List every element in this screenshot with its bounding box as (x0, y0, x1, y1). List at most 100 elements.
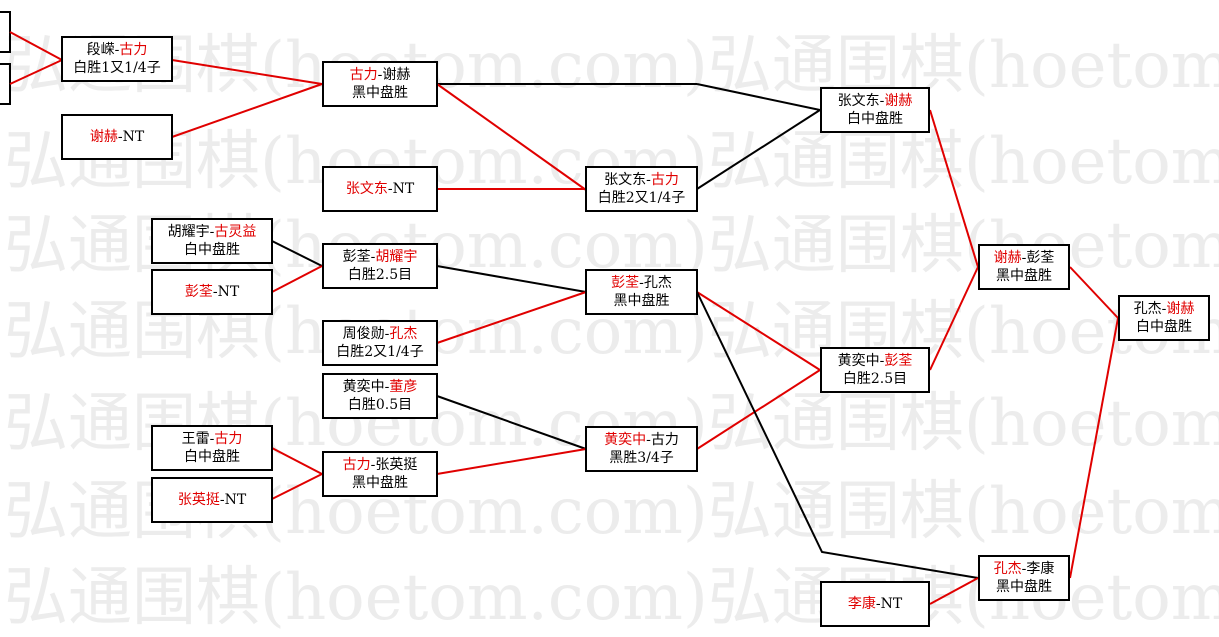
match-box: 古力-张英挺 黑中盘胜 (322, 451, 438, 497)
player-name: 彭荃 (1026, 250, 1055, 266)
connector (929, 109, 979, 268)
separator: - (209, 431, 215, 447)
player-name: 张英挺 (177, 492, 220, 508)
player-name: 孔杰 (1133, 301, 1162, 317)
player-name: NT (217, 284, 240, 300)
match-result: 黑中盘胜 (613, 293, 670, 309)
connector (171, 59, 323, 85)
separator: - (646, 172, 651, 188)
match-players: 张文东-谢赫 (838, 92, 913, 110)
separator: - (879, 353, 885, 369)
player-name: 谢赫 (89, 129, 118, 145)
connector (436, 448, 587, 475)
player-name: 段嵘 (86, 42, 115, 58)
player-name: 古灵益 (214, 224, 257, 240)
partial-box-top (0, 11, 11, 53)
player-name: NT (392, 181, 415, 197)
match-players: 彭荃-孔杰 (611, 274, 672, 292)
match-box: 谢赫-彭荃 黑中盘胜 (978, 244, 1070, 290)
player-name: 李康 (1026, 561, 1055, 577)
match-result: 白中盘胜 (1136, 319, 1192, 335)
player-name: 古力 (349, 67, 378, 83)
separator: - (219, 492, 225, 508)
connector (271, 473, 323, 500)
match-players: 谢赫-NT (90, 128, 144, 146)
connector (696, 291, 821, 371)
separator: - (875, 596, 881, 612)
match-result: 白中盘胜 (847, 111, 903, 127)
separator: - (209, 224, 215, 240)
match-box: 段嵘-古力 白胜1又1/4子 (61, 36, 173, 82)
separator: - (117, 129, 123, 145)
match-box: 张文东-NT (322, 166, 438, 212)
match-result: 白胜2又1/4子 (597, 190, 686, 206)
separator: - (212, 284, 218, 300)
separator: - (646, 432, 651, 448)
match-box: 黄奕中-董彦 白胜0.5目 (322, 373, 438, 419)
player-name: 黄奕中 (604, 432, 647, 448)
match-players: 古力-谢赫 (350, 66, 411, 84)
connector (436, 265, 587, 293)
player-name: NT (122, 129, 145, 145)
player-name: 李康 (847, 596, 876, 612)
player-name: 谢赫 (884, 93, 913, 109)
match-box: 彭荃-NT (151, 269, 273, 315)
partial-box-bottom (0, 63, 11, 105)
match-box: 张文东-古力 白胜2又1/4子 (585, 166, 698, 212)
player-name: 孔杰 (993, 561, 1022, 577)
separator: - (114, 42, 120, 58)
match-box: 古力-谢赫 黑中盘胜 (322, 61, 438, 107)
connector (271, 240, 323, 267)
match-box: 彭荃-胡耀宇 白胜2.5目 (322, 243, 438, 289)
match-result: 白胜2又1/4子 (336, 344, 424, 360)
match-result: 白中盘胜 (184, 242, 240, 258)
player-name: 古力 (342, 457, 371, 473)
match-box: 黄奕中-古力 黑胜3/4子 (585, 426, 698, 472)
connector (9, 59, 63, 85)
separator: - (1021, 561, 1027, 577)
match-result: 白胜2.5目 (842, 371, 908, 387)
match-players: 古力-张英挺 (343, 456, 418, 474)
match-box: 张英挺-NT (151, 477, 273, 523)
match-players: 孔杰-李康 (994, 560, 1055, 578)
connector (271, 265, 323, 293)
match-players: 胡耀宇-古灵益 (168, 223, 257, 241)
match-box: 胡耀宇-古灵益 白中盘胜 (151, 218, 273, 264)
connector (929, 577, 979, 605)
connector (271, 447, 323, 475)
player-name: 古力 (650, 432, 679, 448)
player-name: 王雷 (181, 431, 210, 447)
player-name: 彭荃 (342, 249, 371, 265)
connector (929, 266, 979, 371)
match-result: 黑中盘胜 (996, 268, 1052, 284)
player-name: NT (224, 492, 247, 508)
player-name: 黄奕中 (837, 353, 880, 369)
separator: - (370, 249, 376, 265)
match-players: 彭荃-胡耀宇 (343, 248, 418, 266)
player-name: 张文东 (345, 181, 388, 197)
player-name: 张文东 (604, 172, 647, 188)
player-name: 谢赫 (1166, 301, 1195, 317)
connector (436, 395, 587, 450)
player-name: 黄奕中 (342, 379, 385, 395)
separator: - (384, 326, 390, 342)
match-players: 谢赫-彭荃 (994, 249, 1055, 267)
match-box: 王雷-古力 白中盘胜 (151, 425, 273, 471)
player-name: 张英挺 (375, 457, 418, 473)
match-result: 黑中盘胜 (352, 85, 408, 101)
separator: - (639, 275, 644, 291)
match-result: 白胜2.5目 (347, 267, 413, 283)
match-result: 白胜1又1/4子 (73, 60, 161, 76)
connector (696, 83, 821, 111)
match-players: 彭荃-NT (185, 283, 239, 301)
match-box: 谢赫-NT (61, 114, 173, 160)
match-result: 黑中盘胜 (352, 475, 408, 491)
player-name: NT (880, 596, 903, 612)
separator: - (1021, 250, 1027, 266)
connector (436, 291, 587, 344)
match-players: 李康-NT (848, 595, 902, 613)
connector (171, 83, 323, 138)
separator: - (370, 457, 376, 473)
player-name: 孔杰 (643, 275, 672, 291)
